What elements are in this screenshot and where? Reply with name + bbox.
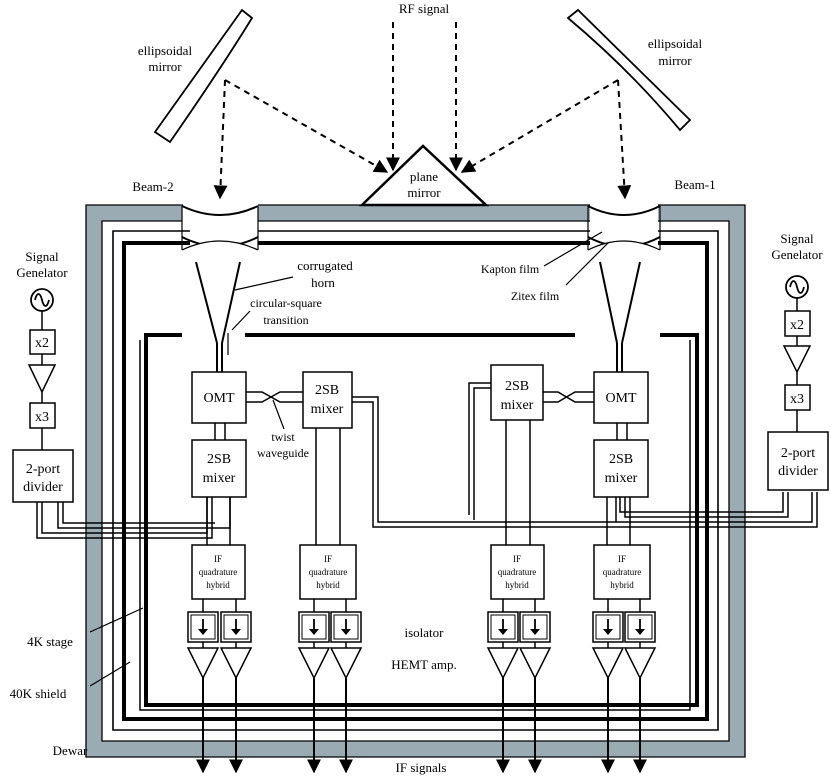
text-divider-right-2: divider	[778, 464, 818, 479]
text-divider-right-1: 2-port	[781, 446, 815, 461]
label-if-signals: IF signals	[396, 760, 447, 775]
label-rf-signal: RF signal	[399, 1, 450, 16]
label-ellipsoidal-left-1: ellipsoidal	[138, 43, 193, 58]
label-ellipsoidal-right-1: ellipsoidal	[648, 36, 703, 51]
text-divider-left-2: divider	[23, 480, 63, 495]
omt-left	[191, 371, 247, 424]
window-left	[181, 205, 259, 251]
text-if2-a: IF	[324, 554, 332, 564]
text-if4-c: hybrid	[610, 580, 634, 590]
amp-right-lo	[782, 345, 812, 374]
label-beam-1: Beam-1	[674, 177, 715, 192]
label-isolator: isolator	[405, 625, 445, 640]
if-hybrid-1	[191, 544, 246, 600]
signal-generator-left	[12, 288, 74, 503]
label-sg-right-2: Genelator	[771, 247, 823, 262]
horn-right	[599, 261, 641, 372]
label-beam-2: Beam-2	[132, 179, 173, 194]
label-4k-stage: 4K stage	[27, 634, 73, 649]
label-ellipsoidal-left-2: mirror	[148, 59, 182, 74]
text-if2-c: hybrid	[316, 580, 340, 590]
label-twist-1: twist	[271, 430, 295, 444]
divider-right	[767, 431, 829, 491]
label-cst-1: circular-square	[250, 296, 322, 310]
text-x2-left: x2	[35, 336, 49, 351]
label-plane-1: plane	[410, 169, 438, 184]
if-hybrid-4	[593, 544, 651, 600]
text-if3-c: hybrid	[505, 580, 529, 590]
beam-paths	[213, 22, 632, 200]
mixer-to-if	[206, 420, 631, 545]
label-twist-2: waveguide	[257, 446, 309, 460]
text-if1-b: quadrature	[199, 567, 237, 577]
text-if4-a: IF	[618, 554, 626, 564]
text-2sb-4a: 2SB	[609, 452, 633, 467]
component-boxes	[191, 364, 651, 600]
text-labels: RF signal ellipsoidal mirror ellipsoidal…	[10, 1, 824, 775]
ellipsoidal-mirror-right	[566, 8, 692, 132]
if-chains	[202, 599, 641, 612]
text-x3-right: x3	[790, 392, 804, 407]
if-hybrid-3	[490, 544, 545, 600]
text-2sb-1b: mixer	[203, 471, 236, 486]
text-omt-right: OMT	[605, 391, 637, 406]
stage-4k	[144, 333, 699, 707]
omt-to-mixer	[214, 423, 628, 440]
ellipsoidal-mirror-left	[153, 8, 254, 144]
label-corrugated-2: horn	[311, 275, 335, 290]
text-2sb-3a: 2SB	[505, 379, 529, 394]
signal-generator-right	[767, 275, 829, 491]
lo-lines	[36, 382, 818, 539]
text-x2-right: x2	[790, 318, 804, 333]
text-2sb-2a: 2SB	[315, 383, 339, 398]
text-2sb-4b: mixer	[605, 471, 638, 486]
text-if4-b: quadrature	[603, 567, 641, 577]
text-2sb-1a: 2SB	[207, 452, 231, 467]
leader-lines	[89, 231, 609, 687]
label-cst-2: transition	[263, 313, 308, 327]
multiplier-x2-right	[784, 310, 811, 337]
multiplier-x3-left	[29, 402, 56, 429]
label-zitex: Zitex film	[511, 289, 560, 303]
mixer-2sb-2	[302, 371, 353, 429]
stage-4k-inner	[139, 340, 691, 711]
label-dewar: Dewar	[53, 743, 88, 758]
omt-right	[593, 371, 649, 424]
text-if2-b: quadrature	[309, 567, 347, 577]
label-hemt: HEMT amp.	[391, 657, 456, 672]
amp-left-lo	[27, 364, 57, 394]
mixer-2sb-4	[593, 439, 649, 498]
label-sg-left-2: Genelator	[16, 265, 68, 280]
twist-waveguides	[246, 391, 594, 403]
text-if3-b: quadrature	[498, 567, 536, 577]
box-texts: x2 x3 2-port divider x2 x3 2-port divide…	[23, 318, 818, 590]
label-plane-2: mirror	[407, 185, 441, 200]
text-if1-a: IF	[214, 554, 222, 564]
if-hybrid-2	[299, 544, 357, 600]
text-2sb-2b: mixer	[311, 402, 344, 417]
iso-to-amp	[202, 642, 641, 648]
horn-left	[195, 261, 241, 372]
text-2sb-3b: mixer	[501, 398, 534, 413]
mixer-2sb-3	[490, 364, 544, 421]
text-divider-left-1: 2-port	[26, 462, 60, 477]
plane-mirror	[358, 144, 490, 207]
text-if1-c: hybrid	[206, 580, 230, 590]
label-sg-left-1: Signal	[25, 249, 59, 264]
label-ellipsoidal-right-2: mirror	[658, 53, 692, 68]
label-sg-right-1: Signal	[780, 231, 814, 246]
label-kapton: Kapton film	[481, 262, 540, 276]
text-if3-a: IF	[513, 554, 521, 564]
label-corrugated-1: corrugated	[297, 258, 353, 273]
text-x3-left: x3	[35, 410, 49, 425]
text-omt-left: OMT	[203, 391, 235, 406]
label-40k-shield: 40K shield	[10, 686, 67, 701]
multiplier-x2-left	[29, 329, 56, 355]
divider-left	[12, 449, 74, 503]
window-right	[587, 205, 661, 251]
shield-40k	[112, 230, 719, 731]
mixer-2sb-1	[191, 439, 247, 498]
if-output-arrows	[196, 678, 647, 774]
